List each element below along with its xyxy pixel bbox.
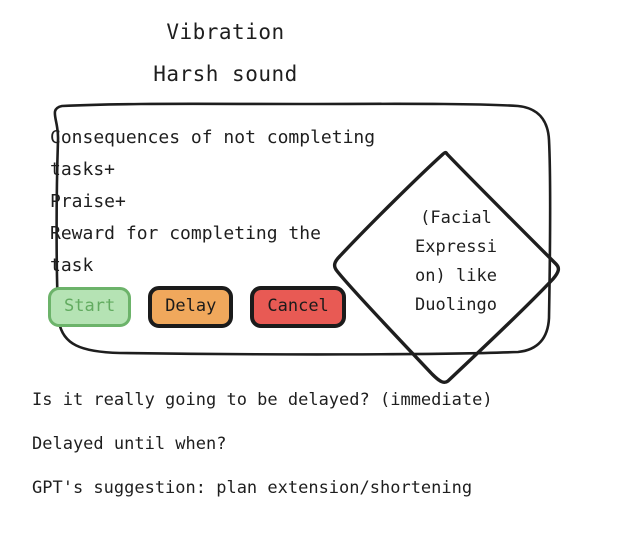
heading-vibration: Vibration — [166, 20, 285, 44]
card-line-task: task — [50, 255, 94, 276]
note-delay-question: Is it really going to be delayed? (immed… — [32, 390, 493, 410]
card-line-praise: Praise+ — [50, 191, 126, 212]
card-line-consequences: Consequences of not completing tasks+ — [50, 127, 386, 180]
delay-button[interactable]: Delay — [148, 286, 234, 328]
note-gpt-suggestion: GPT's suggestion: plan extension/shorten… — [32, 478, 473, 498]
diamond-line-4: Duolingo — [415, 295, 497, 315]
heading-harsh-sound: Harsh sound — [153, 62, 298, 86]
start-button[interactable]: Start — [48, 287, 132, 327]
card-text-block: Consequences of not completing tasks+ Pr… — [50, 122, 380, 282]
diamond-line-2: Expressi — [415, 237, 497, 257]
diamond-text-block: (Facial Expressi on) like Duolingo — [392, 204, 520, 320]
diamond-line-3: on) like — [415, 266, 497, 286]
action-button-row: Start Delay Cancel — [48, 286, 346, 328]
cancel-button[interactable]: Cancel — [250, 286, 346, 328]
card-line-reward: Reward for completing the — [50, 223, 321, 244]
note-delayed-until: Delayed until when? — [32, 434, 227, 454]
diamond-line-1: (Facial — [420, 208, 492, 228]
